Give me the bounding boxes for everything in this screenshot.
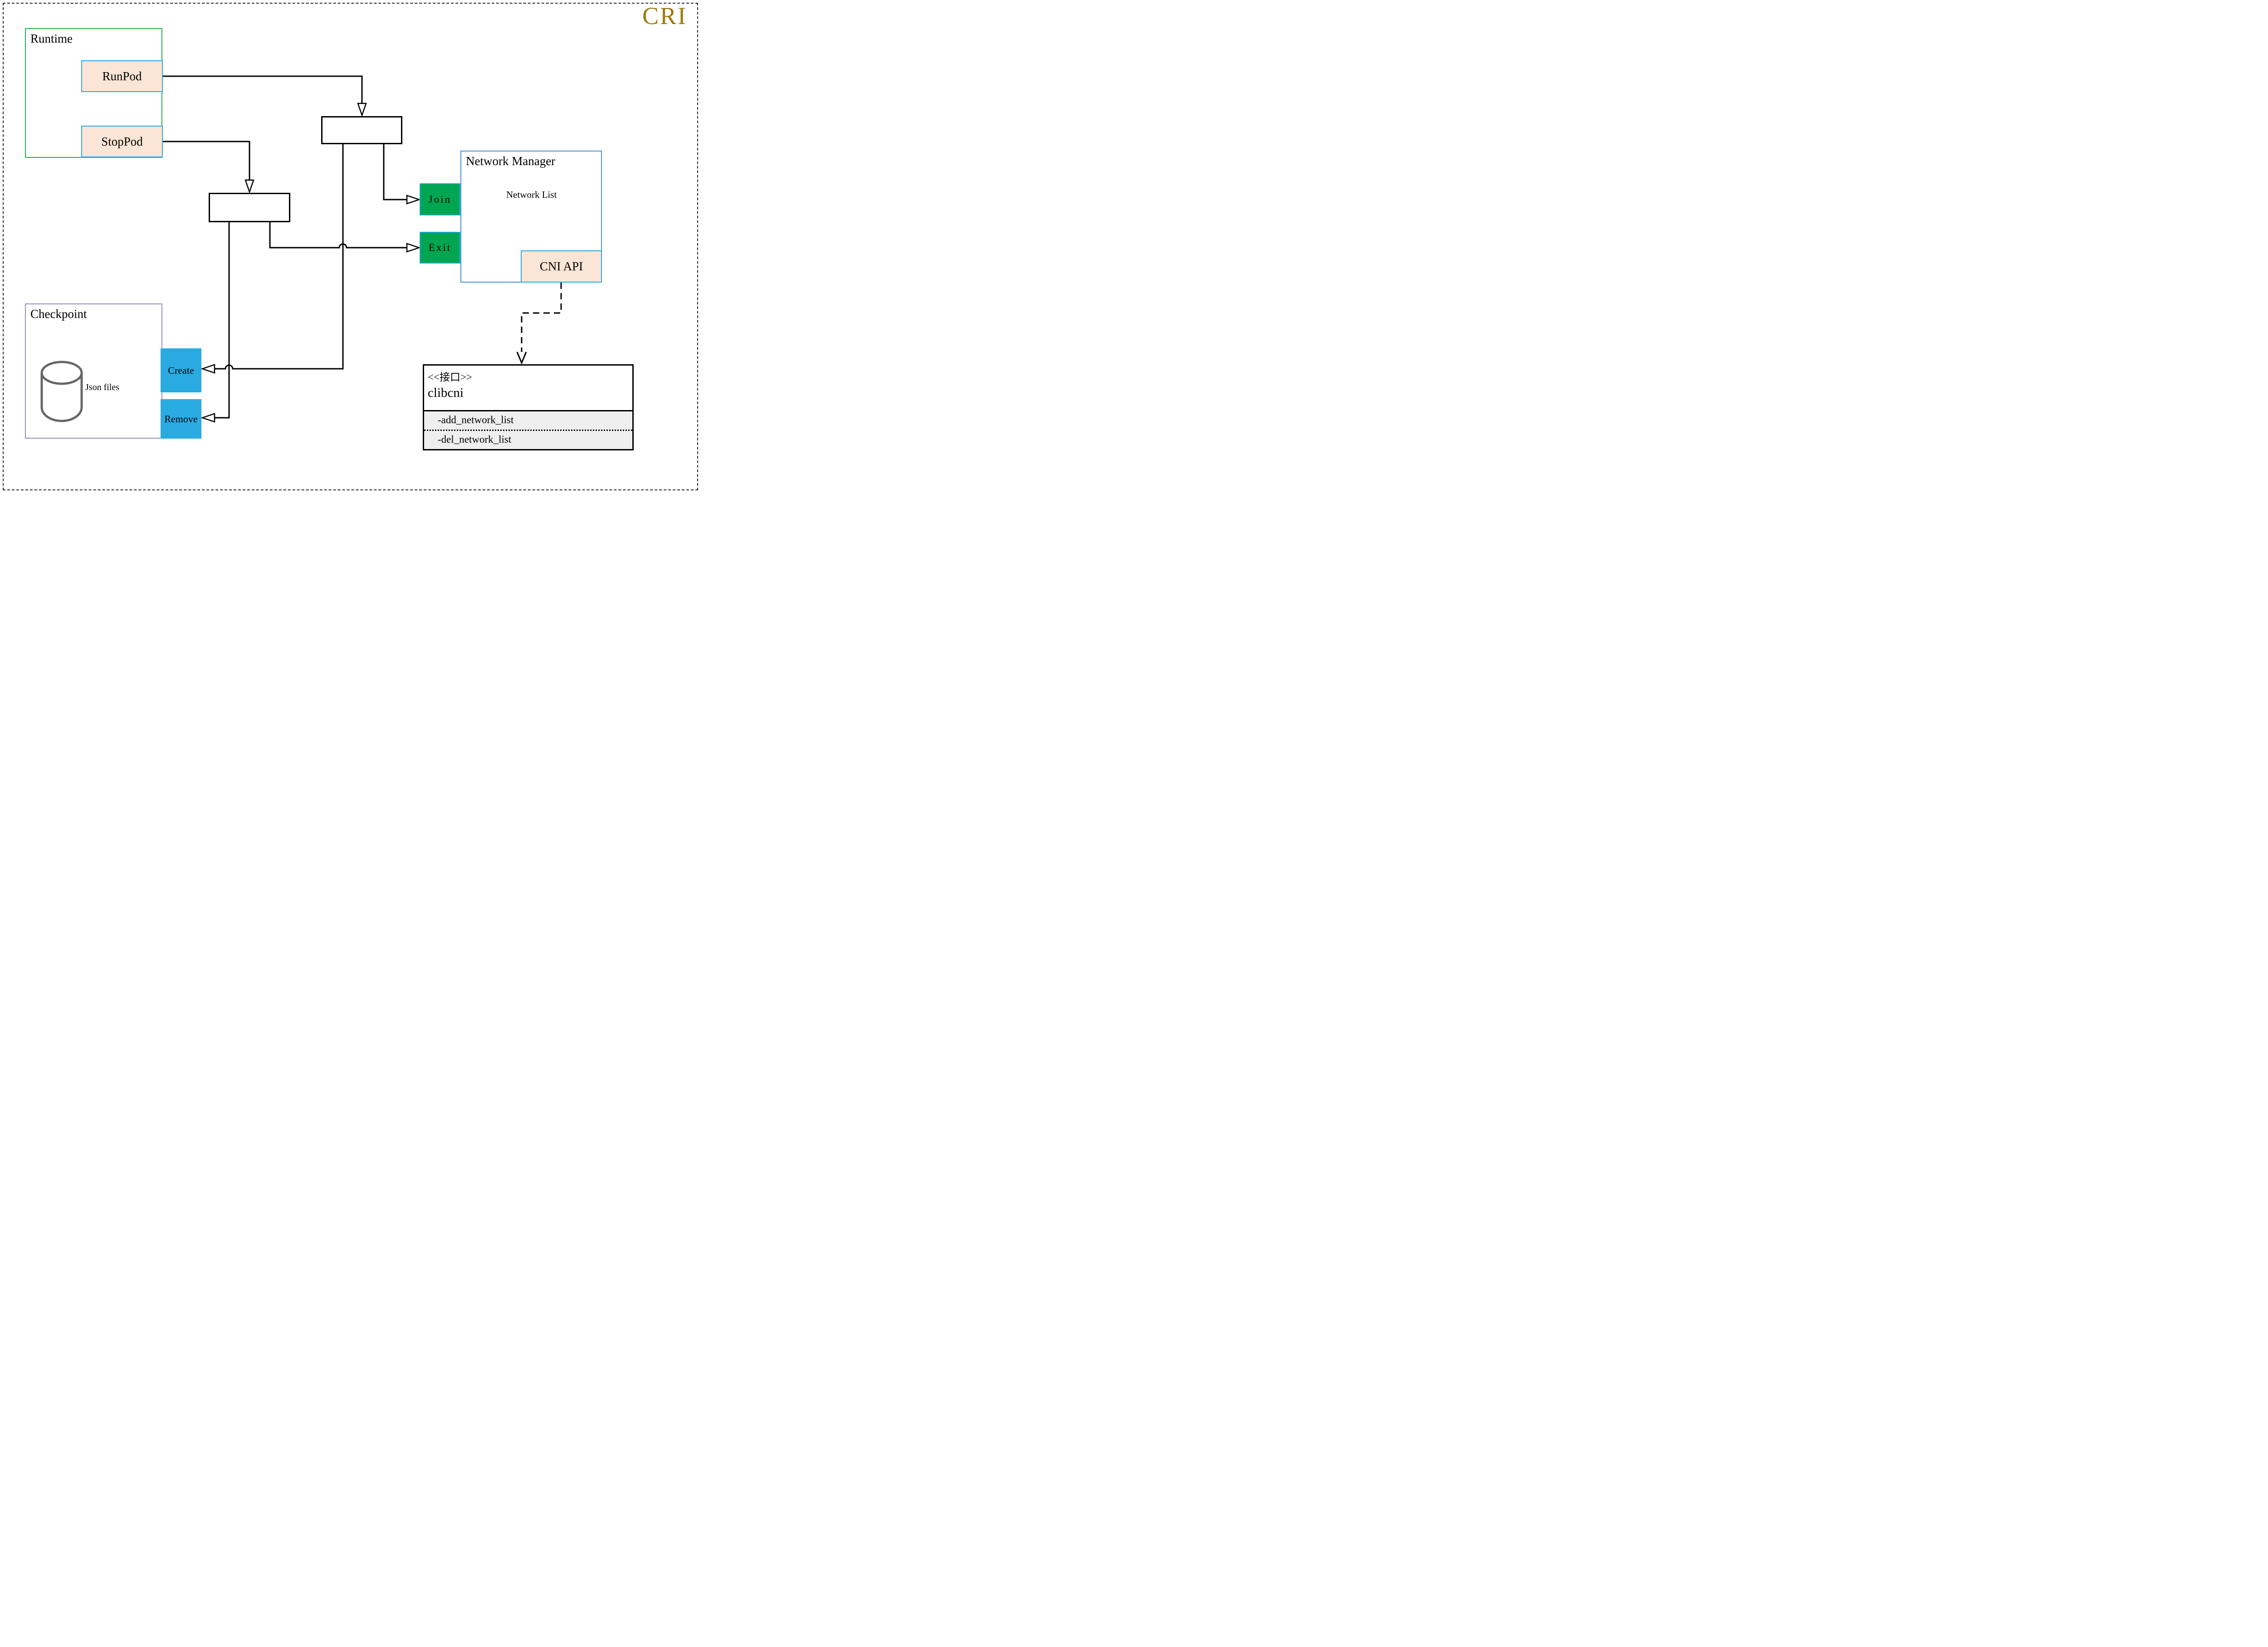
json-files-label: Json files [85, 382, 119, 392]
json-files-cylinder-body [40, 373, 83, 422]
join-node: Join [420, 183, 460, 215]
diagram-canvas: CRI Runtime RunPod StopPod Network Manag… [0, 0, 701, 493]
cni-api-to-clibcni-dashed-line [521, 283, 562, 352]
cni-api-node: CNI API [521, 250, 602, 283]
network-manager-title: Network Manager [466, 154, 556, 168]
stoppod-node: StopPod [81, 126, 163, 157]
clibcni-methods-section: -add_network_list -del_network_list [424, 411, 632, 449]
checkpoint-frame: Checkpoint [25, 303, 162, 439]
junction-box-top [321, 116, 402, 144]
remove-label: Remove [164, 413, 198, 425]
clibcni-stereotype: <<接口>> [428, 371, 472, 383]
arrowhead-right-exit-icon [406, 243, 421, 253]
runtime-frame: Runtime [25, 28, 162, 158]
cni-api-label: CNI API [539, 259, 583, 273]
junction-box-middle [209, 193, 290, 222]
runpod-node: RunPod [81, 60, 163, 92]
arrowhead-open-v-clibcni-icon [516, 352, 527, 365]
stoppod-to-junction-line [163, 141, 250, 181]
exit-node: Exit [420, 232, 460, 264]
arrowhead-down-junction-middle-icon [244, 179, 254, 194]
create-node: Create [161, 348, 201, 392]
runpod-to-junction-line [163, 75, 363, 104]
junction-middle-to-exit-line [269, 222, 407, 249]
clibcni-interface-box: <<接口>> clibcni -add_network_list -del_ne… [423, 364, 634, 450]
junction-top-to-create-line [215, 144, 344, 370]
runtime-title: Runtime [30, 32, 73, 45]
create-label: Create [168, 364, 194, 376]
clibcni-header: <<接口>> clibcni [424, 366, 632, 411]
clibcni-method-add: -add_network_list [438, 414, 514, 425]
clibcni-name: clibcni [428, 386, 464, 400]
checkpoint-title: Checkpoint [30, 307, 87, 321]
junction-middle-to-remove-line [215, 222, 230, 419]
json-files-database-icon [40, 361, 83, 422]
network-list-label: Network List [506, 189, 557, 200]
json-files-cylinder-top [40, 361, 83, 385]
remove-node: Remove [161, 399, 201, 439]
runpod-label: RunPod [102, 69, 142, 83]
arrowhead-right-join-icon [406, 195, 421, 205]
arrowhead-left-create-icon [200, 364, 215, 374]
exit-label: Exit [428, 242, 452, 253]
arrowhead-down-junction-top-icon [357, 103, 367, 117]
cri-title: CRI [642, 2, 687, 29]
clibcni-method-del: -del_network_list [424, 430, 632, 449]
arrowhead-left-remove-icon [200, 413, 215, 423]
join-label: Join [428, 193, 452, 205]
junction-top-to-join-line [383, 144, 407, 200]
stoppod-label: StopPod [101, 134, 143, 148]
